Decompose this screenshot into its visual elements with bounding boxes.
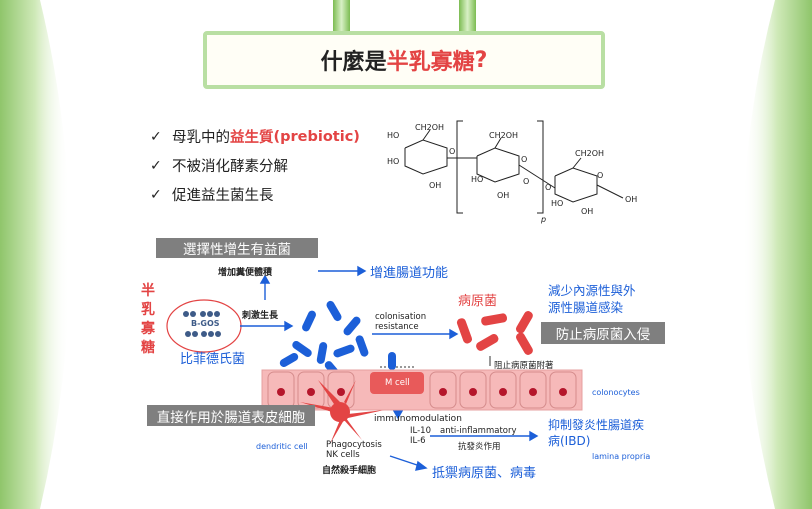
bullet-item: ✓ 不被消化酵素分解 [150,157,288,176]
check-icon: ✓ [150,128,162,145]
svg-text:OH: OH [581,207,593,216]
label-il6: IL-6 [410,436,426,446]
label-pathogen: 病原菌 [458,294,498,309]
label-ibd-1: 抑制發炎性腸道疾 [548,418,645,432]
bifidobacteria-group [279,300,396,377]
label-nk-zh: 自然殺手細胞 [322,466,377,476]
colonocyte-layer [261,369,583,411]
label-ibd-2: 病(IBD) [548,434,591,448]
bullet-list: ✓ 母乳中的益生質(prebiotic) ✓ 不被消化酵素分解 ✓ 促進益生菌生… [150,122,360,209]
label-reduce-infection-1: 減少內源性與外 [548,283,636,298]
page-title: 什麼是半乳寡糖? [203,31,605,89]
label-colonocytes: colonocytes [592,388,640,397]
svg-text:HO: HO [551,199,563,208]
label-bifido: 比菲德氏菌 [180,352,246,367]
bullet-item: ✓ 促進益生菌生長 [150,186,274,205]
label-m-cell: M cell [385,378,410,388]
label-resistance: resistance [375,322,419,332]
label-lamina-propria: lamina propria [592,452,651,461]
tag-direct-action: 直接作用於腸道表皮細胞 [147,405,315,426]
label-bgos: B-GOS [191,319,220,328]
svg-text:O: O [523,177,529,186]
svg-text:CH2OH: CH2OH [489,131,518,140]
label-stimulate: 刺激生長 [242,311,279,321]
label-gut-function: 增進腸道功能 [370,266,449,281]
check-icon: ✓ [150,157,162,174]
svg-text:HO: HO [387,131,399,140]
svg-text:CH2OH: CH2OH [575,149,604,158]
svg-text:CH2OH: CH2OH [415,123,444,132]
label-anti-inflammatory: anti-inflammatory [440,426,517,436]
label-immunomodulation: immunomodulation [374,414,462,424]
svg-text:OH: OH [497,191,509,200]
label-nk-cells: NK cells [326,450,360,460]
svg-text:O: O [521,155,527,164]
label-phagocytosis: Phagocytosis [326,440,382,450]
label-il10: IL-10 [410,426,431,436]
label-anti-inflammatory-zh: 抗發炎作用 [458,442,501,452]
dendritic-cell [300,380,384,444]
label-stool: 增加糞便體積 [218,268,273,278]
label-colonisation: colonisation [375,312,427,322]
check-icon: ✓ [150,186,162,203]
label-reduce-infection-2: 源性腸道感染 [548,300,624,315]
tag-selective-growth: 選擇性增生有益菌 [156,238,318,258]
svg-text:OH: OH [625,195,637,204]
label-gos-vertical: 半 乳 寡 糖 [141,283,155,356]
bullet-item: ✓ 母乳中的益生質(prebiotic) [150,128,360,147]
bgos-molecule-icons [183,311,221,337]
svg-text:p: p [540,215,546,224]
gos-chemical-structure: HO CH2OH HO O OH CH2OH O HO O OH CH2OH O… [387,120,637,224]
pathogen-group [456,311,533,355]
svg-text:O: O [545,183,551,192]
svg-text:O: O [449,147,455,156]
label-resist: 抵禦病原菌、病毒 [432,466,537,481]
svg-text:OH: OH [429,181,441,190]
svg-text:O: O [597,171,603,180]
svg-text:HO: HO [387,157,399,166]
tag-prevent-invasion: 防止病原菌入侵 [541,322,665,344]
label-block-attach: 阻止病原菌附著 [494,361,554,371]
svg-text:HO: HO [471,175,483,184]
label-dendritic-cell: dendritic cell [256,442,308,451]
